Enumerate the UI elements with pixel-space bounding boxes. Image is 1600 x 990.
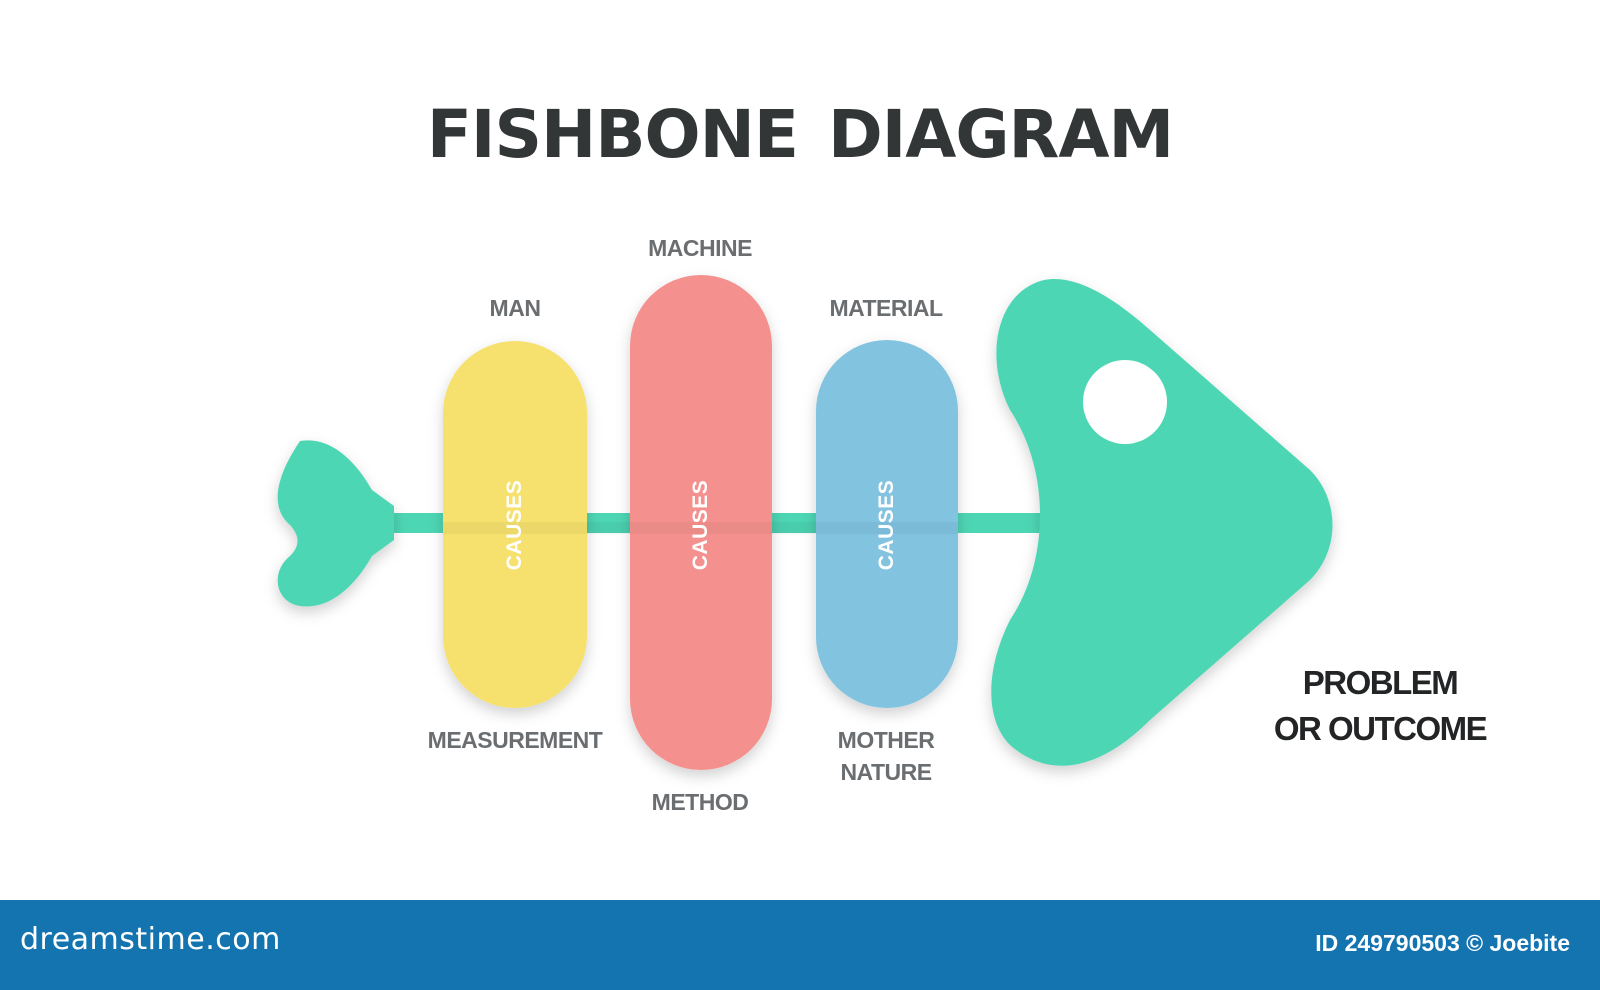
label-method: METHOD [651, 789, 749, 815]
fishbone-diagram [277, 275, 1333, 770]
label-material: MATERIAL [829, 295, 943, 321]
bone-label-man: CAUSES [503, 479, 526, 571]
label-man: MAN [489, 295, 541, 321]
label-measurement: MEASUREMENT [427, 727, 603, 753]
fish-head [991, 279, 1333, 766]
bone-label-material: CAUSES [875, 479, 898, 571]
page-title: FISHBONE DIAGRAM [426, 96, 1174, 173]
fish-eye [1083, 360, 1167, 444]
bone-man-measurement [443, 341, 587, 708]
fish-tail [277, 440, 394, 607]
outcome-label: PROBLEM OR OUTCOME [1230, 660, 1530, 752]
label-machine: MACHINE [648, 235, 752, 261]
footer-credit: ID 249790503 © Joebite [1315, 930, 1570, 956]
bone-machine-method [630, 275, 772, 770]
label-mother-nature-line1: MOTHER [837, 727, 935, 753]
spine-overlay [443, 522, 958, 534]
outcome-line1: PROBLEM [1302, 664, 1459, 701]
footer-brand[interactable]: dreamstime.com [20, 922, 281, 957]
bone-material-mother-nature [816, 340, 958, 708]
label-mother-nature: MOTHER NATURE [786, 724, 986, 788]
outcome-line2: OR OUTCOME [1273, 710, 1488, 747]
label-mother-nature-line2: NATURE [840, 759, 932, 785]
bone-label-machine: CAUSES [689, 479, 712, 571]
footer-bar: dreamstime.com ID 249790503 © Joebite [0, 900, 1600, 990]
